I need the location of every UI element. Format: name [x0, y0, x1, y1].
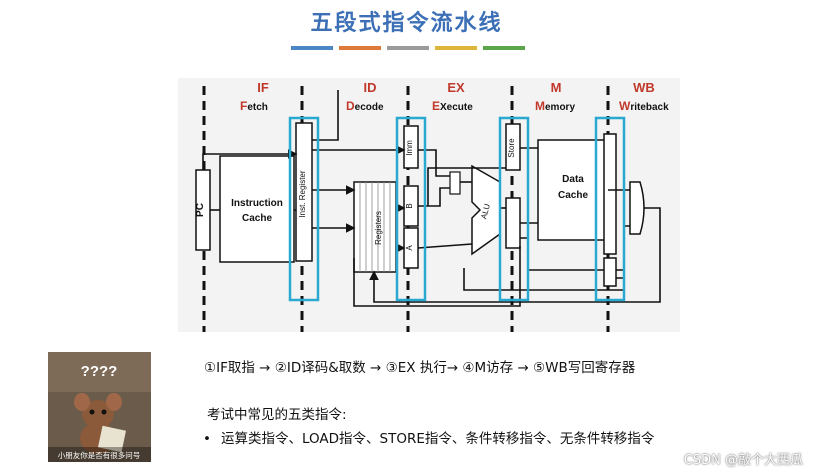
wire-ir-up	[312, 90, 339, 141]
highlight-if-id	[288, 116, 320, 302]
pipeline-register-highlights	[288, 116, 626, 302]
highlight-id-ex	[395, 116, 427, 302]
mouse-ear-left	[74, 393, 90, 411]
pc-label: PC	[195, 203, 206, 217]
pipeline-steps-line: ①IF取指 → ②ID译码&取数 → ③EX 执行→ ④M访存 → ⑤WB写回寄…	[204, 360, 636, 376]
data-cache-label-line1: Data	[562, 174, 584, 185]
accent-segment-5	[483, 46, 525, 50]
accent-segment-1	[291, 46, 333, 50]
meme-image: ???? 小朋友你是否有很多问号	[48, 352, 151, 462]
instruction-cache-label-line2: Cache	[242, 213, 272, 224]
meme-drawing: ???? 小朋友你是否有很多问号	[48, 352, 151, 462]
highlight-m-wb	[594, 116, 626, 302]
stage-name: Writeback	[619, 99, 669, 113]
meme-marks: ????	[81, 363, 118, 380]
meme-caption: 小朋友你是否有很多问号	[58, 450, 141, 460]
alu-output-latch	[505, 197, 521, 249]
accent-segment-3	[387, 46, 429, 50]
stage-letter: E	[432, 99, 440, 113]
exam-item-text: 运算类指令、LOAD指令、STORE指令、条件转移指令、无条件转移指令	[220, 431, 655, 447]
stage-id-heading: ID Decode	[346, 80, 384, 113]
wire-b-to-store	[427, 167, 506, 206]
register-file-stripes	[359, 182, 391, 272]
wire-pc-to-icache	[202, 149, 298, 170]
accent-segment-4	[435, 46, 477, 50]
stage-letter: F	[240, 99, 247, 113]
mouse-eye-right	[101, 409, 107, 415]
meme-wall	[48, 352, 151, 392]
instruction-cache	[219, 155, 295, 263]
pipeline-diagram: IF Fetch ID Decode EX EXecute M Memory W…	[195, 80, 669, 332]
imm-label: Imm	[405, 140, 414, 156]
instruction-cache-label-line1: Instruction	[231, 198, 283, 209]
stage-m-heading: M Memory	[535, 80, 575, 113]
wire-forward	[353, 246, 521, 307]
stage-abbr: WB	[633, 80, 655, 95]
watermark: CSDN @敲个大西瓜	[683, 453, 803, 468]
highlight-ex-m	[498, 116, 530, 302]
store-label: Store	[507, 138, 516, 158]
inst-register-label: Inst. Register	[298, 170, 307, 217]
store-latch	[505, 123, 521, 171]
accent-color-bar	[291, 46, 525, 50]
mouse-ear-right	[106, 393, 122, 411]
registers-label: Registers	[374, 211, 383, 245]
data-cache-label-line2: Cache	[558, 190, 588, 201]
stage-rest: riteback	[630, 102, 669, 113]
stage-name: Memory	[535, 99, 575, 113]
stage-name: EXecute	[432, 99, 473, 113]
stage-rest: ecode	[355, 102, 384, 113]
exam-list-item: • 运算类指令、LOAD指令、STORE指令、条件转移指令、无条件转移指令	[203, 427, 654, 447]
stage-rest: Xecute	[440, 102, 473, 113]
stage-letter: M	[535, 99, 545, 113]
stage-name: Fetch	[240, 99, 268, 113]
b-label: B	[405, 203, 414, 208]
bullet: •	[203, 431, 211, 447]
a-label: A	[405, 245, 414, 251]
wire-writeback-to-regs	[369, 207, 661, 303]
stage-letter: D	[346, 99, 355, 113]
stage-ex-heading: EX EXecute	[432, 80, 473, 113]
caption-strip	[48, 447, 151, 462]
stage-name: Decode	[346, 99, 384, 113]
stage-letter: W	[619, 99, 631, 113]
stage-if-heading: IF Fetch	[240, 80, 269, 113]
stage-abbr: ID	[364, 80, 377, 95]
wire-a-to-alu	[417, 243, 473, 249]
wire-imm-to-mux	[418, 149, 450, 177]
mouse-head	[82, 400, 114, 428]
wire-bypass-to-wb	[520, 237, 604, 271]
page-title: 五段式指令流水线	[310, 11, 503, 36]
exam-title: 考试中常见的五类指令:	[207, 407, 347, 423]
writeback-mux	[629, 181, 645, 235]
stage-abbr: EX	[447, 80, 465, 95]
wire-dest-reg	[463, 268, 625, 291]
mwb-data-latch	[603, 133, 617, 255]
alu-mux	[449, 171, 461, 195]
accent-segment-2	[339, 46, 381, 50]
stage-abbr: M	[551, 80, 562, 95]
wire-b-to-mux	[418, 187, 450, 207]
stage-abbr: IF	[257, 80, 269, 95]
mouse-eye-left	[89, 409, 95, 415]
stage-rest: etch	[247, 102, 268, 113]
mouse-paper	[97, 425, 127, 453]
inst-register	[295, 122, 313, 262]
stage-wb-heading: WB Writeback	[619, 80, 669, 113]
stage-rest: emory	[545, 102, 575, 113]
mwb-addr-latch	[603, 257, 617, 287]
alu-label: ALU	[479, 202, 492, 220]
